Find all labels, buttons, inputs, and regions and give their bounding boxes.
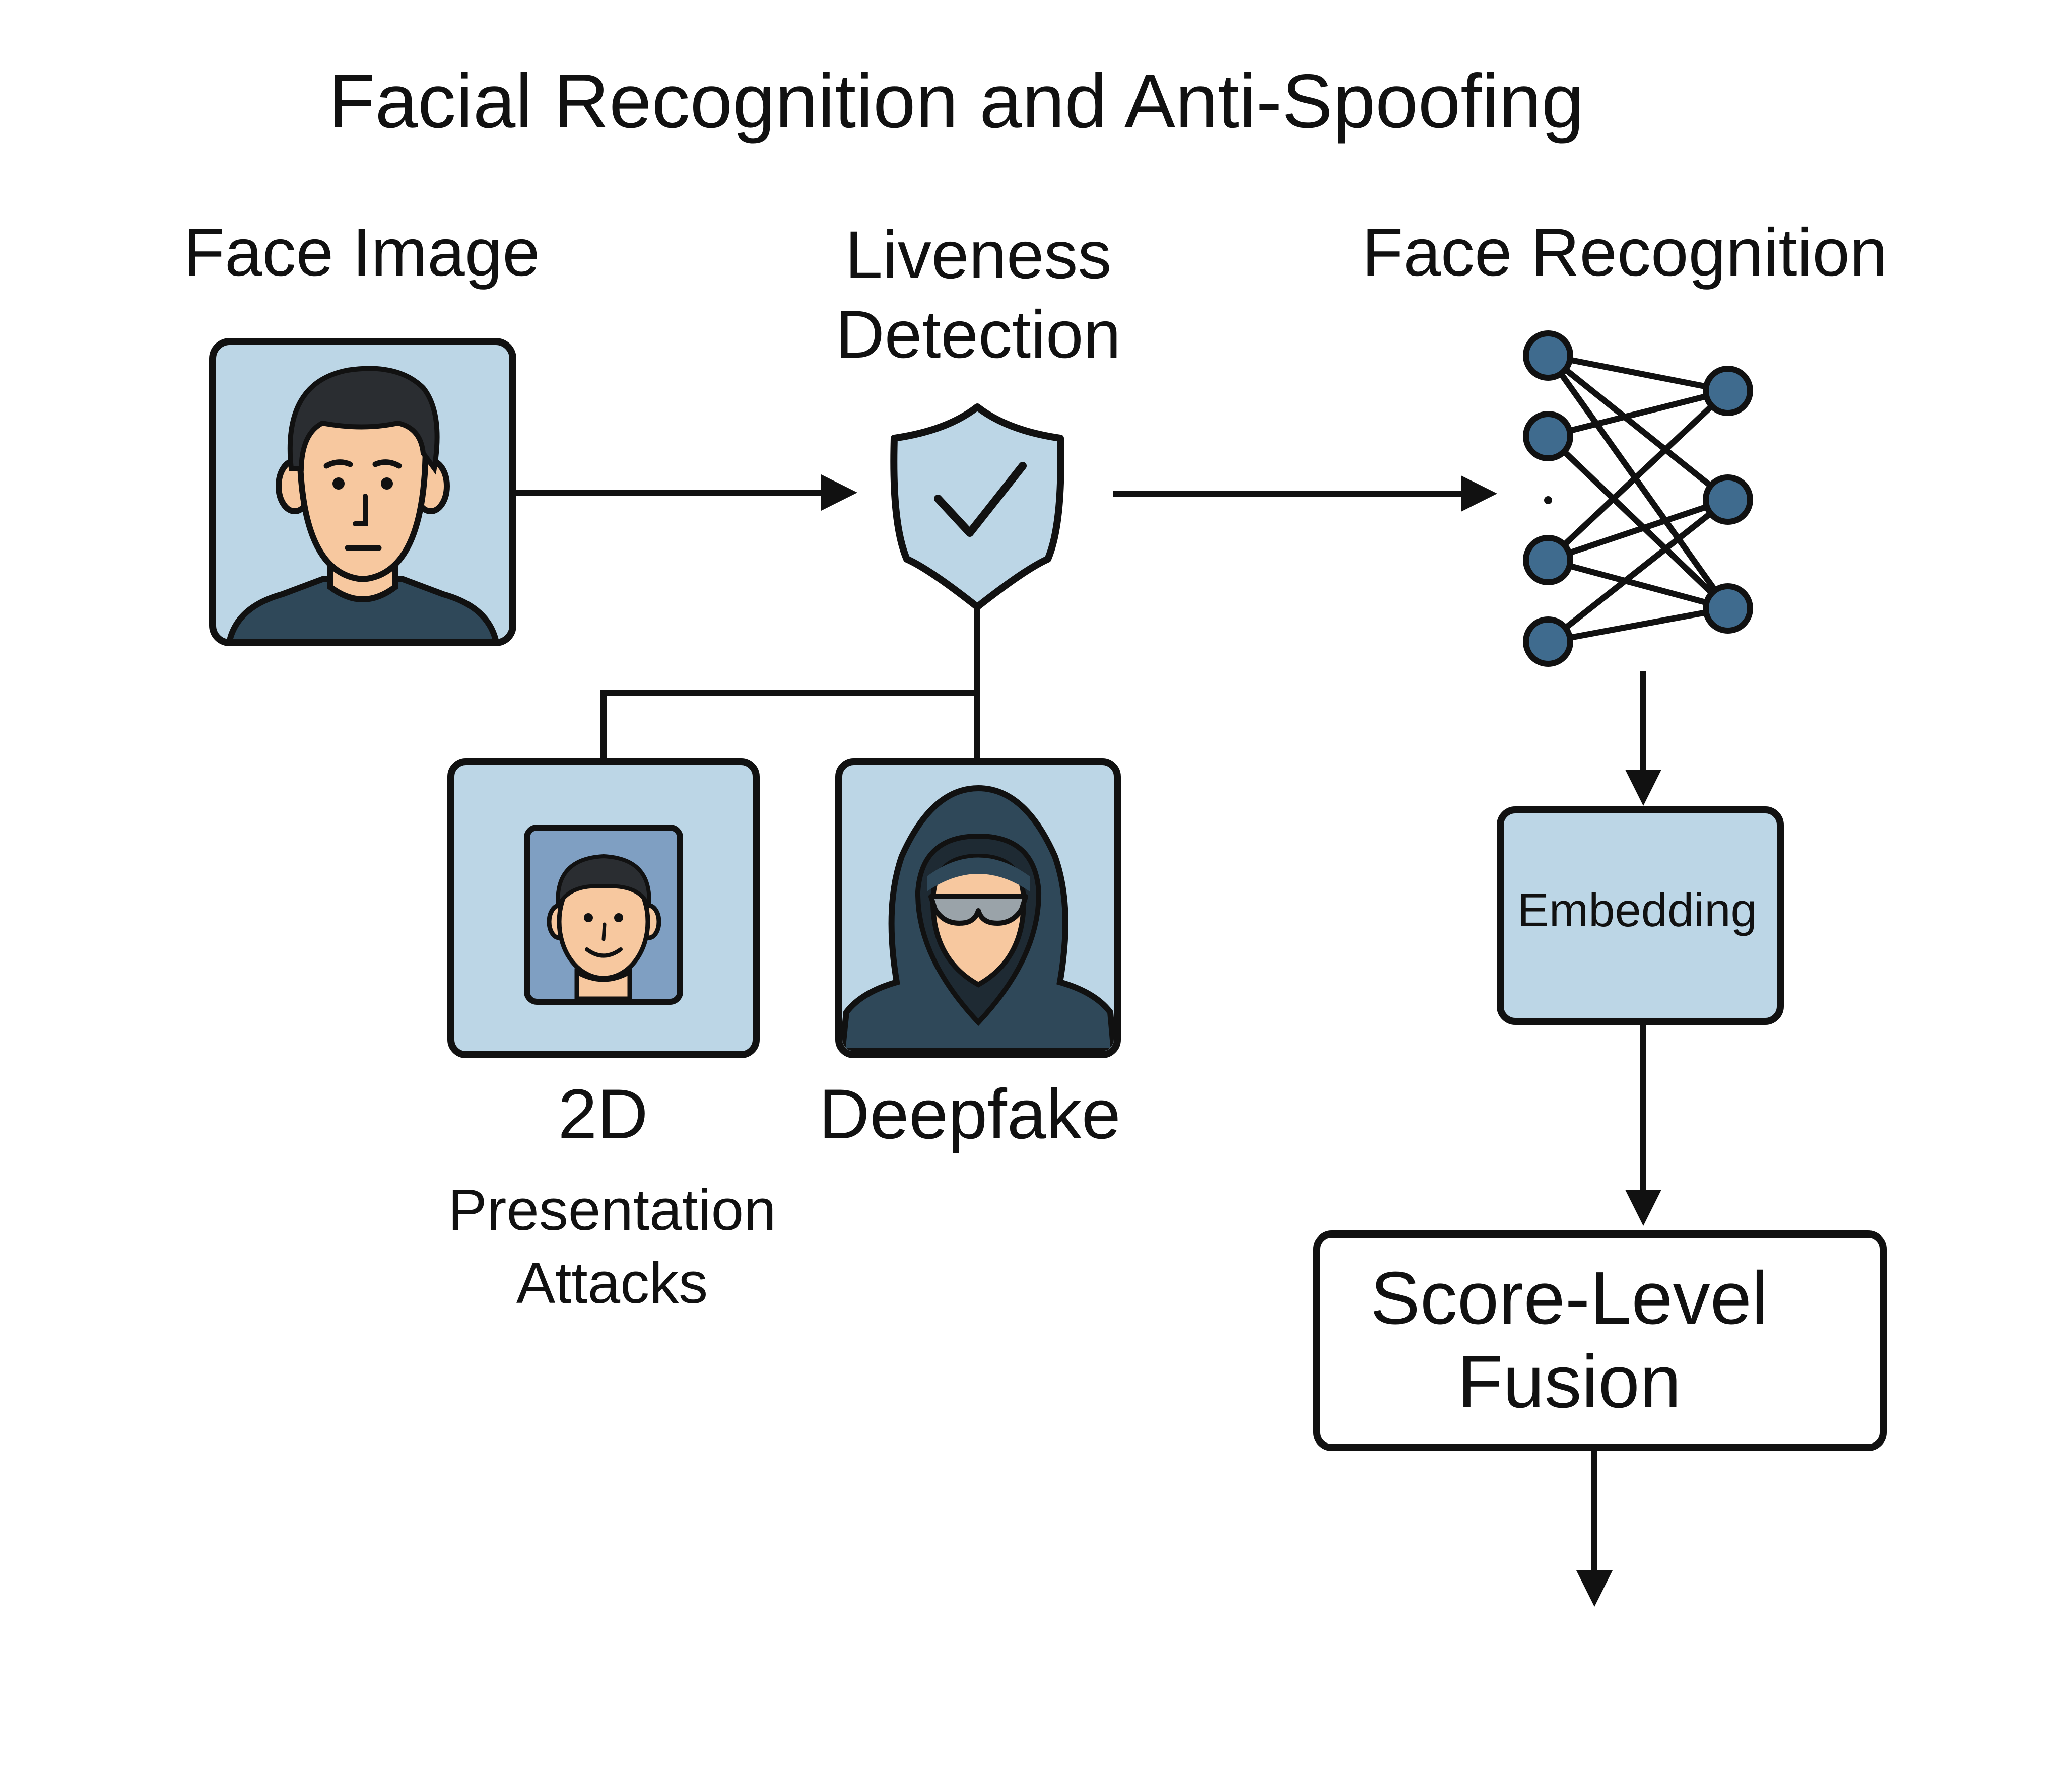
face-image-label: Face Image (183, 215, 540, 290)
presentation-attacks-label: Presentation Attacks (448, 1177, 776, 1316)
diagram-title: Facial Recognition and Anti-Spoofing (328, 58, 1584, 144)
deepfake-label: Deepfake (819, 1074, 1121, 1153)
shield-check-icon (890, 403, 1064, 610)
hooded-hacker-icon (842, 785, 1114, 1051)
person-icon (225, 366, 500, 639)
face-recognition-label: Face Recognition (1362, 215, 1888, 290)
presentation-attack-panel (447, 758, 760, 1058)
face-image-panel (209, 338, 516, 646)
fusion-box (1313, 1230, 1887, 1451)
neural-network-icon (1523, 330, 1753, 667)
deepfake-panel (835, 758, 1121, 1058)
photo-person-icon (524, 825, 683, 1005)
embedding-label: Embedding (1517, 883, 1757, 936)
two-d-label: 2D (558, 1074, 648, 1153)
attack-connectors (600, 607, 980, 762)
liveness-detection-label: Liveness Detection (835, 218, 1121, 373)
score-level-fusion-label: Score-Level Fusion (1370, 1257, 1768, 1423)
